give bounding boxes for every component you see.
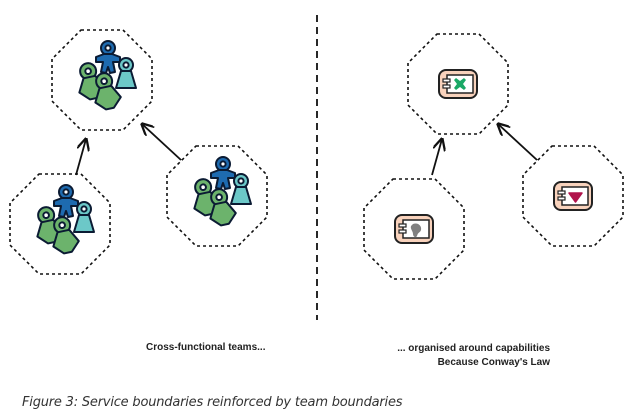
service-boundary-octagon	[51, 29, 153, 131]
team-node-bottom-left	[9, 173, 111, 275]
service-boundary-octagon	[407, 33, 509, 135]
right-panel-label-line2: Because Conway's Law	[437, 357, 550, 368]
team-node-top	[51, 29, 153, 131]
left-panel	[9, 29, 268, 275]
service-node-bottom-right	[522, 145, 624, 247]
service-boundary-octagon	[9, 173, 111, 275]
cross-glyph-icon	[454, 78, 466, 90]
right-panel	[363, 33, 624, 280]
service-node-bottom-left	[363, 178, 465, 280]
edge-service-bottom-right-to-top	[498, 124, 538, 161]
service-boundary-octagon	[522, 145, 624, 247]
team-people-icon	[72, 40, 137, 113]
edge-bottom-left-to-top	[75, 139, 86, 176]
right-panel-label-line1: ... organised around capabilities	[397, 343, 550, 354]
team-node-bottom-right	[166, 145, 268, 247]
figure-caption: Figure 3: Service boundaries reinforced …	[22, 395, 403, 410]
component-icon	[394, 214, 434, 244]
service-node-top	[407, 33, 509, 135]
team-people-icon	[30, 184, 96, 257]
triangle-glyph-icon	[568, 192, 583, 203]
blob-glyph-icon	[410, 223, 422, 238]
component-icon	[553, 181, 593, 211]
edge-service-bottom-left-to-top	[431, 139, 442, 176]
component-icon	[438, 69, 478, 99]
edge-bottom-right-to-top	[142, 124, 182, 161]
left-panel-label: Cross-functional teams...	[146, 342, 266, 353]
service-boundary-octagon	[166, 145, 268, 247]
team-people-icon	[187, 156, 252, 229]
right-panel-label: ... organised around capabilities Becaus…	[397, 342, 550, 370]
service-boundary-octagon	[363, 178, 465, 280]
